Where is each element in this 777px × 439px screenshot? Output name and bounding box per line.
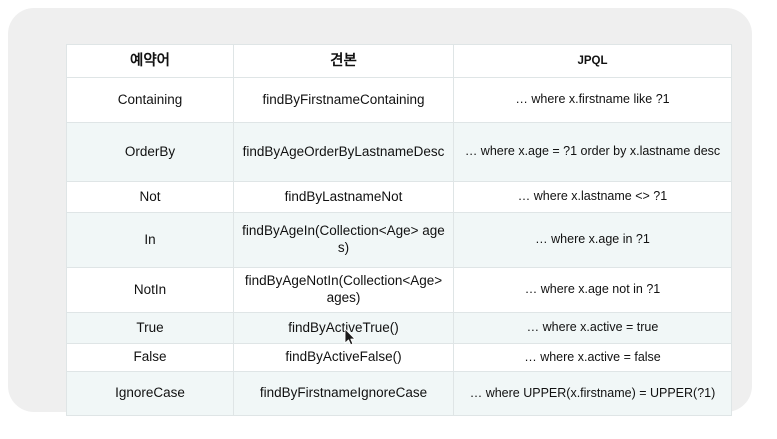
cell-jpql: … where x.firstname like ?1 [453, 77, 732, 123]
cell-jpql: … where x.age in ?1 [453, 212, 732, 268]
column-header-jpql: JPQL [453, 44, 732, 78]
cell-keyword: False [66, 343, 234, 372]
cell-sample: findByAgeNotIn(Collection<Age> ages) [233, 267, 454, 313]
cell-jpql: … where x.active = true [453, 312, 732, 344]
cell-sample: findByFirstnameContaining [233, 77, 454, 123]
cell-sample: findByFirstnameIgnoreCase [233, 371, 454, 416]
cell-keyword: OrderBy [66, 122, 234, 182]
table-header: 예약어 견본 JPQL [66, 44, 732, 78]
cell-sample: findByAgeOrderByLastnameDesc [233, 122, 454, 182]
cell-keyword: NotIn [66, 267, 234, 313]
cell-jpql: … where UPPER(x.firstname) = UPPER(?1) [453, 371, 732, 416]
cell-keyword: Containing [66, 77, 234, 123]
cell-jpql: … where x.age not in ?1 [453, 267, 732, 313]
cell-keyword: Not [66, 181, 234, 213]
cell-jpql: … where x.age = ?1 order by x.lastname d… [453, 122, 732, 182]
cell-keyword: IgnoreCase [66, 371, 234, 416]
cell-keyword: True [66, 312, 234, 344]
column-header-keyword: 예약어 [66, 44, 234, 78]
cell-jpql: … where x.active = false [453, 343, 732, 372]
cell-sample: findByActiveTrue() [233, 312, 454, 344]
cell-jpql: … where x.lastname <> ?1 [453, 181, 732, 213]
cell-keyword: In [66, 212, 234, 268]
column-header-sample: 견본 [233, 44, 454, 78]
cell-sample: findByActiveFalse() [233, 343, 454, 372]
cell-sample: findByAgeIn(Collection<Age> ages) [233, 212, 454, 268]
cell-sample: findByLastnameNot [233, 181, 454, 213]
table-header-row: 예약어 견본 JPQL [66, 44, 732, 78]
